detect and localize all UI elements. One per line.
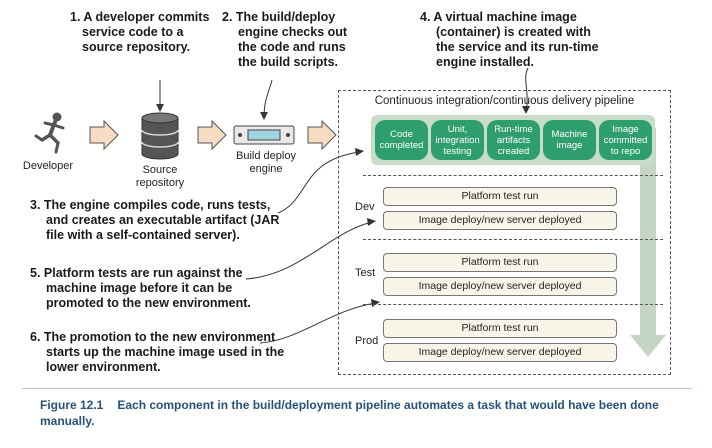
env-label-dev: Dev [355, 201, 375, 213]
engine-label-line-1: Build deploy [236, 150, 296, 162]
prod-platform-test: Platform test run [383, 319, 617, 338]
note-4: 4. A virtual machine image (container) i… [420, 10, 599, 70]
dev-platform-test: Platform test run [383, 187, 617, 206]
pointer-note-3 [277, 151, 361, 214]
note-4-line-4: engine installed. [436, 55, 534, 69]
stage-4-line-2: image [556, 140, 583, 151]
runner-icon [34, 112, 65, 154]
stage-3-line-2: artifacts [496, 134, 531, 146]
note-1-line-3: source repository. [82, 40, 191, 54]
stage-3-line-1: Run-time [494, 123, 533, 135]
note-4-line-1: 4. A virtual machine image [420, 10, 577, 24]
repo-label-line-1: Source [142, 164, 178, 176]
flow-arrow-1 [89, 119, 119, 151]
figure-number: Figure 12.1 [40, 398, 104, 412]
divider-top [363, 175, 663, 176]
flow-arrow-3 [307, 119, 337, 151]
stage-5-line-3: to repo [610, 145, 641, 157]
pointer-note-6 [259, 302, 377, 344]
note-3-line-3: file with a self-contained server). [46, 228, 240, 242]
stage-5-line-1: Image [612, 123, 639, 135]
dev-image-deploy: Image deploy/new server deployed [383, 211, 617, 230]
note-1-line-1: 1. A developer commits [70, 10, 210, 24]
stage-1-line-2: completed [379, 140, 424, 151]
note-2-line-2: engine checks out [238, 25, 348, 39]
note-4-line-3: the service and its run-time [436, 40, 599, 54]
note-3: 3. The engine compiles code, runs tests,… [30, 198, 279, 243]
stage-runtime-artifacts: Run-time artifacts created [487, 120, 540, 160]
stage-4-line-1: Machine [551, 129, 588, 140]
figure-caption-text: Each component in the build/deployment p… [40, 398, 659, 428]
note-5: 5. Platform tests are run against the ma… [30, 266, 251, 311]
cicd-pipeline: Continuous integration/continuous delive… [338, 90, 671, 375]
stage-2-line-2: integration [435, 134, 480, 146]
env-label-prod: Prod [355, 335, 379, 347]
stage-machine-image: Machine image [543, 120, 596, 160]
stage-image-committed: Image committed to repo [599, 120, 652, 160]
repo-label-line-2: repository [135, 177, 185, 189]
divider-test-prod [363, 304, 663, 305]
developer-label: Developer [22, 160, 74, 172]
note-1-line-2: service code to a [82, 25, 184, 39]
stage-2-line-3: testing [443, 145, 472, 157]
env-label-test: Test [355, 267, 376, 279]
note-3-line-2: and creates an executable artifact (JAR [46, 213, 280, 227]
note-2-line-3: the code and runs [238, 40, 346, 54]
stage-5-line-2: committed [603, 134, 648, 146]
test-platform-test: Platform test run [383, 253, 617, 272]
test-image-deploy: Image deploy/new server deployed [383, 277, 617, 296]
pipeline-stages: Code completed Unit, integration testing… [371, 115, 655, 165]
note-5-line-3: promoted to the new environment. [46, 296, 251, 310]
note-2-line-4: the build scripts. [238, 55, 339, 69]
note-5-line-2: machine image before it can be [46, 281, 233, 295]
note-2: 2. The build/deploy engine checks out th… [222, 10, 347, 70]
caption-rule [22, 388, 692, 389]
pointer-note-5 [245, 221, 373, 280]
pipeline-down-arrow [630, 128, 666, 357]
stage-unit-integration-testing: Unit, integration testing [431, 120, 484, 160]
prod-image-deploy: Image deploy/new server deployed [383, 343, 617, 362]
stage-1-line-1: Code [390, 129, 413, 140]
database-icon [141, 112, 179, 160]
repo-label: Source repository [120, 164, 200, 190]
note-2-line-1: 2. The build/deploy [222, 10, 336, 24]
note-6-line-2: starts up the machine image used in the [46, 345, 285, 359]
stage-code-completed: Code completed [375, 120, 428, 160]
note-5-line-1: 5. Platform tests are run against the [30, 266, 243, 280]
note-6: 6. The promotion to the new environment … [30, 330, 284, 375]
stage-3-line-3: created [497, 145, 530, 157]
note-6-line-3: lower environment. [46, 360, 161, 374]
divider-dev-test [363, 239, 663, 240]
note-3-line-1: 3. The engine compiles code, runs tests, [30, 198, 271, 212]
build-engine-icon [233, 125, 295, 145]
note-1: 1. A developer commits service code to a… [70, 10, 209, 55]
engine-label: Build deploy engine [226, 150, 306, 176]
engine-label-line-2: engine [249, 163, 283, 175]
note-4-line-2: (container) is created with [436, 25, 591, 39]
note-6-line-1: 6. The promotion to the new environment [30, 330, 276, 344]
flow-arrow-2 [197, 119, 227, 151]
pipeline-title: Continuous integration/continuous delive… [374, 95, 635, 107]
stage-2-line-1: Unit, [447, 123, 468, 135]
